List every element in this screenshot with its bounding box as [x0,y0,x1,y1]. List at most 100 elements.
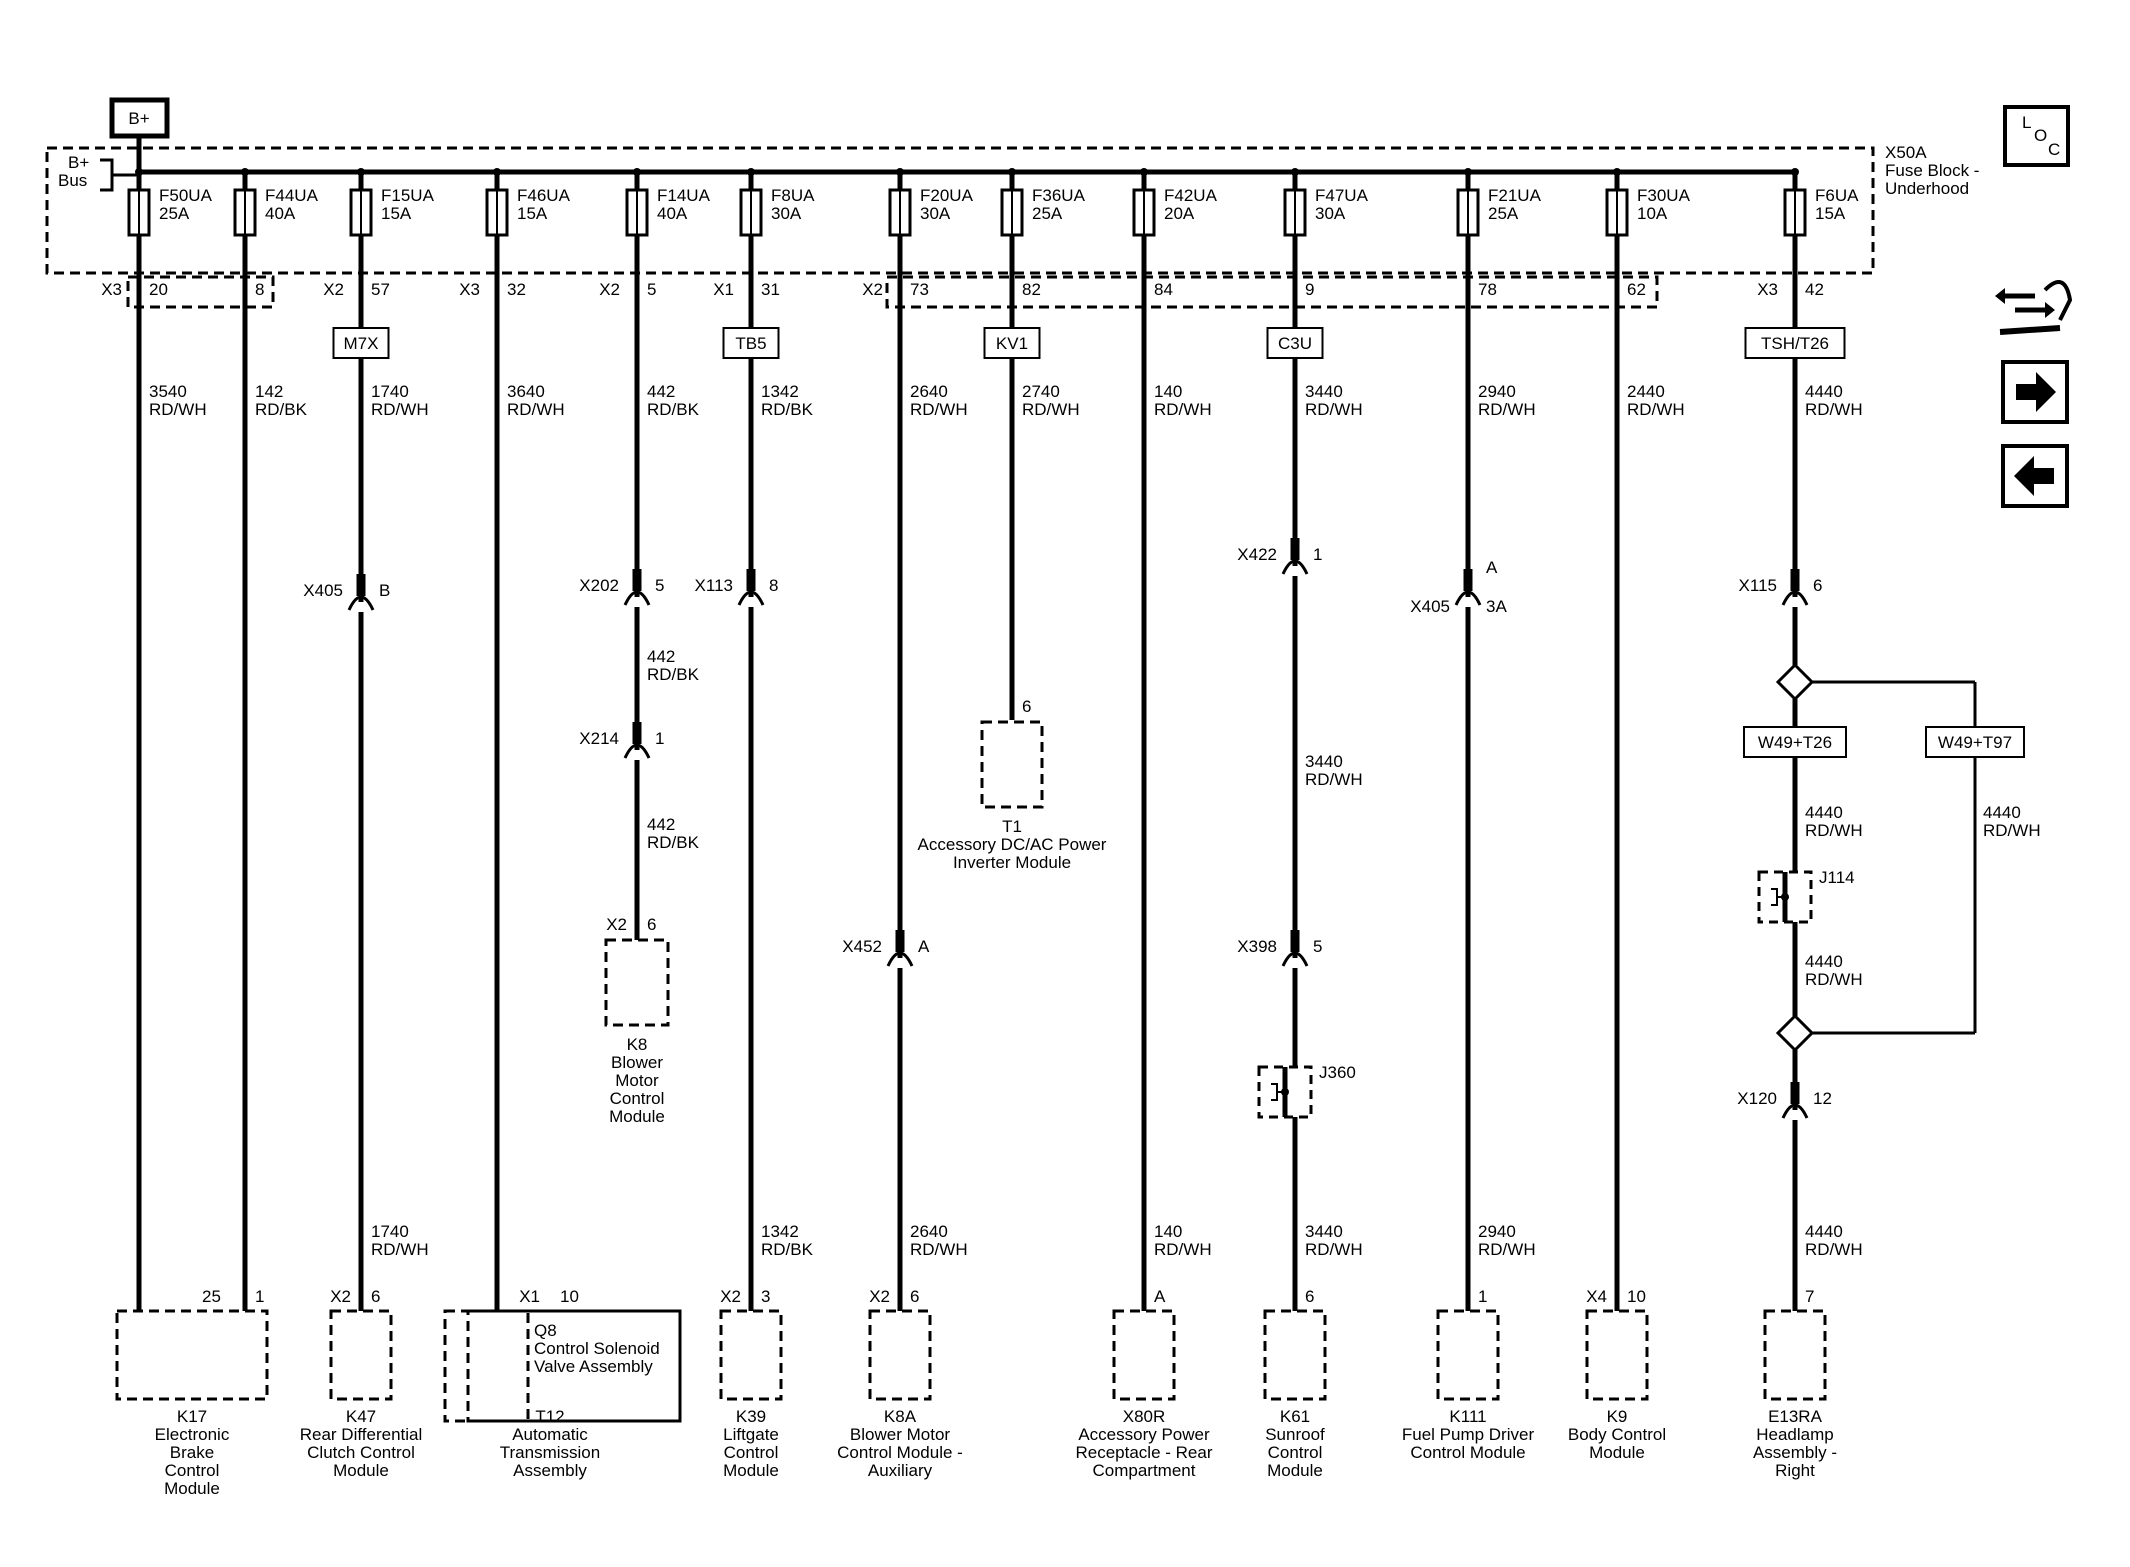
wire-color-f47ua-low: RD/WH [1305,1240,1363,1259]
connector-pin-f47ua: 9 [1305,280,1314,299]
component-label-1: Blower [611,1053,663,1072]
wire-number-f20ua: 2640 [910,382,948,401]
component-label-0: K111 [1449,1407,1486,1426]
q8-outline [526,1309,682,1423]
inline-connector-name: X214 [579,729,619,748]
component-label-1: Body Control [1568,1425,1666,1444]
connector-f20ua: X2 [862,280,883,299]
option-tag-f15ua[interactable]: M7X [332,327,390,359]
wire-number-f36ua: 2740 [1022,382,1060,401]
end-connector: X4 [1586,1287,1607,1306]
wire-number-f47ua-mid: 3440 [1305,752,1343,771]
next-page-icon[interactable] [2001,360,2069,424]
w49-t97-tag[interactable]: W49+T97 [1925,726,2025,758]
component-label-0: K17 [177,1407,207,1426]
wire-color-f30ua: RD/WH [1627,400,1685,419]
splice-j360[interactable]: J360 [1257,1063,1356,1119]
connector-pin-f14ua: 5 [647,280,656,299]
inline-connector-pin2: 3A [1486,597,1507,616]
fuse-rating: 15A [1815,204,1846,223]
wire-color-f6ua: RD/WH [1805,400,1863,419]
component-label-2: Control Module - [837,1443,963,1462]
end-pin: 6 [1305,1287,1314,1306]
wire-number-f21ua-low: 2940 [1478,1222,1516,1241]
connector-pin-f6ua: 42 [1805,280,1824,299]
fuse-block-desc-2: Underhood [1885,179,1969,198]
wire-number-f47ua-low: 3440 [1305,1222,1343,1241]
w49-t26-tag[interactable]: W49+T26 [1743,726,1847,758]
component-label-0: X80R [1123,1407,1166,1426]
end-pin: 7 [1805,1287,1814,1306]
fuse-rating: 30A [920,204,951,223]
inline-connector-pin: 6 [1813,576,1822,595]
component-label-2: Motor [615,1071,659,1090]
component-label-2: Control [1268,1443,1323,1462]
fuse-rating: 15A [517,204,548,223]
component-label-1: Liftgate [723,1425,779,1444]
option-tag-f36ua[interactable]: KV1 [983,327,1041,359]
loc-icon[interactable]: L O C [2003,105,2070,167]
fuse-rating: 40A [657,204,688,223]
connector-f15ua: X2 [323,280,344,299]
wire-number-f46ua: 3640 [507,382,545,401]
wire-color-f42ua-low: RD/WH [1154,1240,1212,1259]
splice-j114[interactable]: J114 [1757,868,1855,924]
connector-f14ua: X2 [599,280,620,299]
bus-label-2: Bus [58,171,87,190]
fuse-rating: 25A [1488,204,1519,223]
end-connector: X2 [606,915,627,934]
end-connector: X2 [869,1287,890,1306]
end-pin: 25 [202,1287,221,1306]
wire-color-f20ua-low: RD/WH [910,1240,968,1259]
component-label-0: K8 [627,1035,648,1054]
fuse-block-outline [45,146,1875,275]
b-plus-source[interactable]: B+ [109,97,170,139]
wire-number-f47ua: 3440 [1305,382,1343,401]
option-tag-f6ua[interactable]: TSH/T26 [1744,327,1846,359]
option-tag-f47ua[interactable]: C3U [1266,327,1324,359]
connector-pin-f21ua: 78 [1478,280,1497,299]
inline-connector-name: X202 [579,576,619,595]
connector-view-icon[interactable] [1995,280,2073,335]
connector-f6ua: X3 [1757,280,1778,299]
wire-number-f21ua: 2940 [1478,382,1516,401]
inline-connector-name: X113 [695,576,733,595]
option-tag-f8ua[interactable]: TB5 [722,327,780,359]
previous-page-icon[interactable] [2001,444,2069,508]
